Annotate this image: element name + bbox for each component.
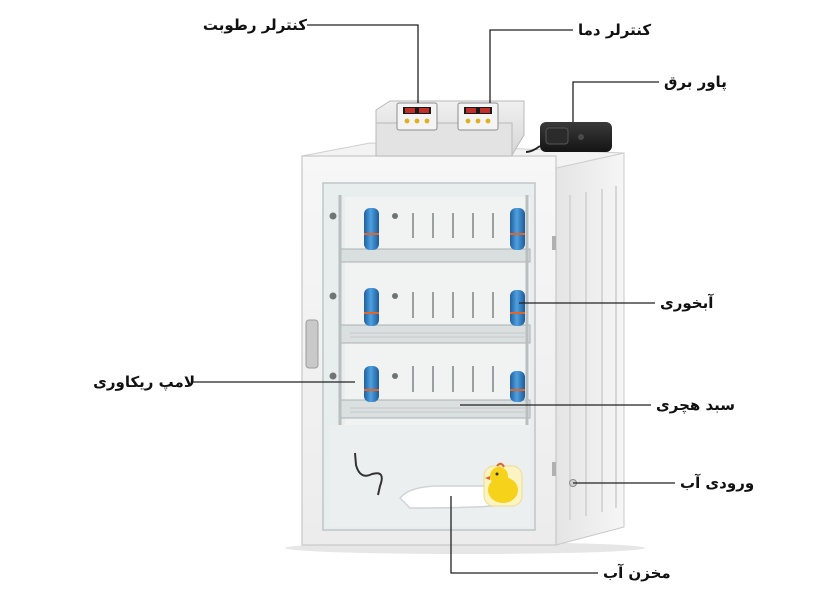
back-wall-vents: [412, 213, 494, 392]
door-hinge-bottom: [552, 462, 556, 476]
label-egg-basket: سبد هچری: [656, 396, 736, 414]
interior-rails: [338, 195, 529, 425]
humidity-controller-panel[interactable]: [396, 102, 438, 131]
recovery-lamp-sockets: [329, 212, 398, 380]
leader-lines: [193, 24, 675, 574]
cabinet-side-panel: [555, 152, 625, 546]
hatcher-trays: [339, 248, 531, 419]
label-water-feeder: آبخوری: [660, 294, 714, 312]
label-water-inlet: ورودی آب: [680, 474, 755, 492]
water-feeder-tubes: [364, 208, 525, 402]
label-power-unit: پاور برق: [664, 73, 727, 91]
label-water-reservoir: مخزن آب: [603, 564, 671, 582]
power-box-icon[interactable]: [525, 122, 612, 153]
label-humidity-controller: کنترلر رطوبت: [202, 16, 307, 34]
door-handle-icon[interactable]: [305, 319, 319, 369]
chick-sticker-icon: [483, 462, 523, 507]
internal-cable: [354, 452, 383, 496]
side-panel-grooves: [569, 186, 617, 520]
label-temperature-controller: کنترلر دما: [578, 21, 652, 39]
temperature-controller-panel[interactable]: [457, 102, 499, 131]
door-hinge-top: [552, 236, 556, 250]
label-recovery-lamp: لامپ ریکاوری: [93, 373, 195, 391]
